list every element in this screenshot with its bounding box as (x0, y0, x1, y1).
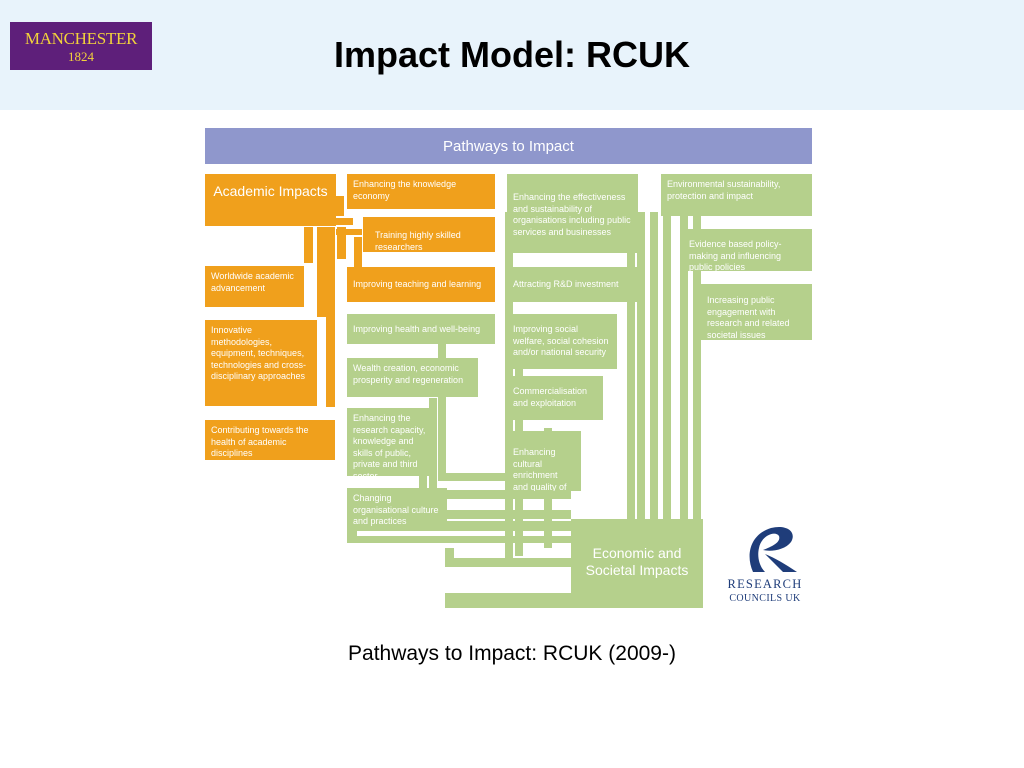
pathway-box: Enhancing cultural enrichment and qualit… (507, 431, 581, 491)
connector (663, 212, 671, 524)
pathway-box: Improving health and well-being (347, 314, 495, 344)
rcuk-line1: RESEARCH (727, 577, 803, 591)
pathway-label: Changing organisational culture and prac… (353, 493, 439, 526)
rcuk-swoosh-icon (749, 526, 797, 572)
pathway-label: Training highly skilled researchers (375, 230, 461, 252)
connector (347, 521, 575, 531)
connector (429, 490, 571, 499)
logo-year: 1824 (68, 49, 94, 64)
academic-item-label: Worldwide academic advancement (211, 271, 294, 293)
pathway-box: Wealth creation, economic prosperity and… (347, 358, 478, 397)
connector (347, 536, 575, 543)
pathways-banner: Pathways to Impact (205, 128, 812, 164)
banner-text: Pathways to Impact (443, 138, 574, 155)
pathway-label: Environmental sustainability, protection… (667, 179, 781, 201)
pathway-label: Evidence based policy-making and influen… (689, 239, 782, 271)
pathway-label: Improving health and well-being (353, 324, 481, 334)
manchester-logo: MANCHESTER 1824 (10, 22, 152, 70)
pathway-box: Environmental sustainability, protection… (661, 174, 812, 216)
pathway-box: Increasing public engagement with resear… (701, 284, 812, 340)
academic-item-box: Innovative methodologies, equipment, tec… (205, 320, 317, 406)
rcuk-line2: COUNCILS UK (729, 593, 801, 604)
pathway-label: Attracting R&D investment (513, 279, 619, 289)
connector (419, 510, 571, 519)
figure-caption: Pathways to Impact: RCUK (2009-) (348, 642, 676, 665)
connector (445, 548, 454, 567)
academic-impacts-title: Academic Impacts (213, 183, 328, 199)
connector (304, 227, 313, 263)
connector (326, 227, 335, 407)
pathway-box: Enhancing the effectiveness and sustaina… (507, 174, 638, 253)
academic-item-box: Worldwide academic advancement (205, 266, 304, 307)
pathway-box: Enhancing the knowledge economy (347, 174, 495, 209)
pathways-diagram: Pathways to Impact Academic Impacts Worl… (205, 128, 812, 608)
connector (317, 227, 326, 317)
pathway-label: Enhancing the research capacity, knowled… (353, 413, 426, 476)
pathway-label: Improving social welfare, social cohesio… (513, 324, 609, 357)
academic-item-label: Innovative methodologies, equipment, tec… (211, 325, 307, 381)
connector (336, 218, 353, 225)
connector (336, 196, 344, 216)
pathway-label: Enhancing the effectiveness and sustaina… (513, 192, 631, 237)
economic-societal-impacts-box: Economic and Societal Impacts (571, 519, 703, 608)
connector (693, 212, 701, 524)
connector (438, 473, 571, 481)
economic-impacts-title: Economic and Societal Impacts (585, 545, 689, 578)
logo-wordmark: MANCHESTER (24, 29, 138, 48)
pathway-label: Wealth creation, economic prosperity and… (353, 363, 464, 385)
connector (650, 212, 658, 524)
connector (347, 528, 357, 540)
pathway-box: Improving teaching and learning (347, 267, 495, 302)
connector (438, 343, 446, 478)
connector (445, 593, 575, 608)
pathway-label: Increasing public engagement with resear… (707, 295, 790, 340)
pathway-label: Enhancing the knowledge economy (353, 179, 457, 201)
pathway-box: Attracting R&D investment (507, 267, 638, 302)
pathway-box: Changing organisational culture and prac… (347, 488, 447, 530)
connector (680, 212, 688, 524)
connector (637, 212, 645, 524)
pathway-label: Enhancing cultural enrichment and qualit… (513, 447, 567, 491)
pathway-box: Improving social welfare, social cohesio… (507, 314, 617, 369)
rcuk-logo: RESEARCH COUNCILS UK (719, 520, 811, 608)
connector (354, 237, 362, 267)
connector (336, 229, 362, 235)
academic-impacts-box: Academic Impacts (205, 174, 336, 226)
academic-item-box: Contributing towards the health of acade… (205, 420, 335, 460)
pathway-box: Evidence based policy-making and influen… (683, 229, 812, 271)
pathway-label: Commercialisation and exploitation (513, 386, 588, 408)
pathway-label: Improving teaching and learning (353, 279, 482, 289)
slide-title: Impact Model: RCUK (333, 34, 690, 75)
academic-item-label: Contributing towards the health of acade… (211, 425, 309, 458)
pathway-box: Training highly skilled researchers (363, 217, 495, 252)
slide-header: MANCHESTER 1824 Impact Model: RCUK (0, 0, 1024, 110)
connector (337, 227, 346, 259)
pathway-box: Enhancing the research capacity, knowled… (347, 408, 437, 476)
connector (627, 212, 635, 524)
connector (445, 558, 575, 567)
pathway-box: Commercialisation and exploitation (507, 376, 603, 420)
